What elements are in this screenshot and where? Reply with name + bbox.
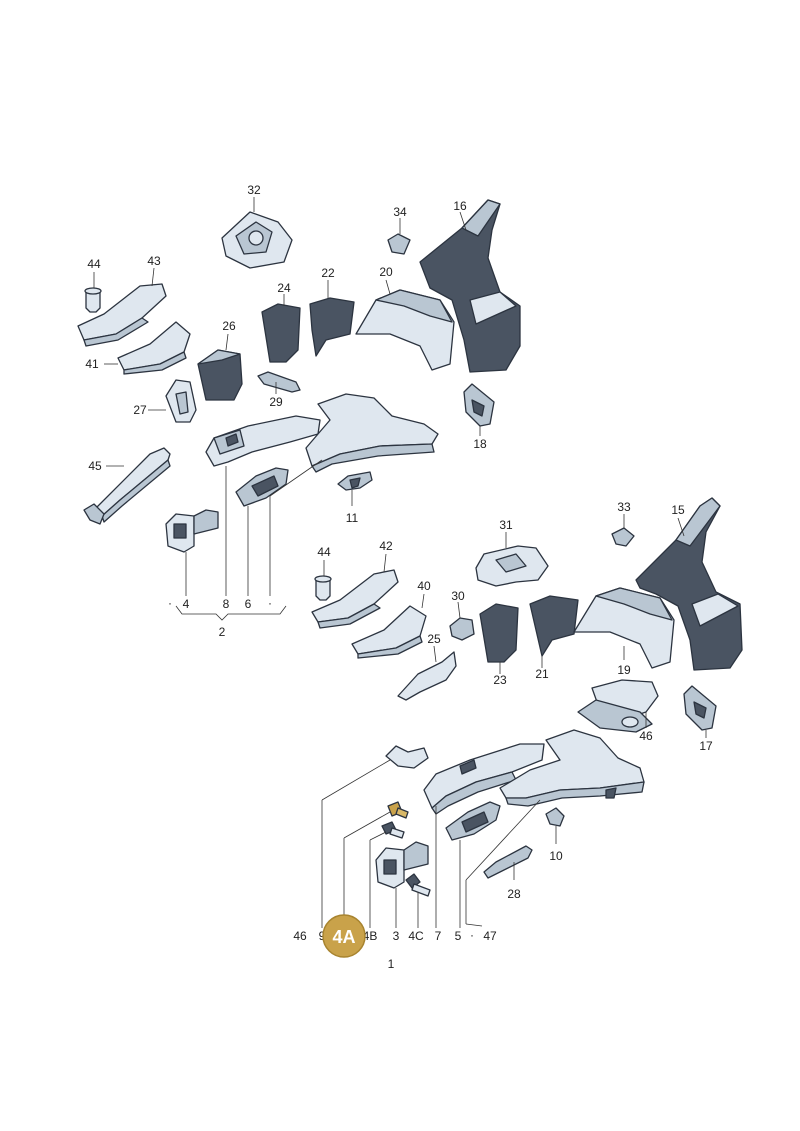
label-34: 34 xyxy=(393,205,407,219)
label-2: 2 xyxy=(219,625,226,639)
label-4C: 4C xyxy=(408,929,424,943)
part-20 xyxy=(355,289,455,371)
part-4-upper xyxy=(165,509,219,553)
label-31: 31 xyxy=(499,518,513,532)
part-45 xyxy=(83,447,171,525)
label-42: 42 xyxy=(379,539,393,553)
part-22 xyxy=(309,297,355,357)
part-40 xyxy=(351,605,427,659)
label-47: 47 xyxy=(483,929,497,943)
label-23: 23 xyxy=(493,673,507,687)
label-30: 30 xyxy=(451,589,465,603)
label-45: 45 xyxy=(88,459,102,473)
label-6: 6 xyxy=(245,597,252,611)
label-41: 41 xyxy=(85,357,99,371)
part-4C-stud xyxy=(405,873,431,897)
part-44-upper xyxy=(84,287,102,313)
label-40: 40 xyxy=(417,579,431,593)
part-16 xyxy=(419,199,521,373)
part-6 xyxy=(235,467,289,507)
label-4B: 4B xyxy=(363,929,378,943)
part-26 xyxy=(197,349,243,401)
part-44-lower xyxy=(314,575,332,601)
part-4B-bolt xyxy=(381,821,405,839)
part-24 xyxy=(261,303,301,363)
callout-circle[interactable] xyxy=(322,914,366,958)
label-32: 32 xyxy=(247,183,261,197)
part-3-bracket xyxy=(375,841,429,889)
label-16: 16 xyxy=(453,199,467,213)
label-46-bottom: 46 xyxy=(293,929,307,943)
part-5 xyxy=(445,801,501,841)
label-20: 20 xyxy=(379,265,393,279)
label-4-upper: 4 xyxy=(183,597,190,611)
part-18 xyxy=(463,383,495,427)
part-9-screw xyxy=(387,801,409,819)
label-19: 19 xyxy=(617,663,631,677)
label-18: 18 xyxy=(473,437,487,451)
part-8 xyxy=(205,415,321,467)
part-33 xyxy=(611,527,635,547)
label-44-lower: 44 xyxy=(317,545,331,559)
part-27 xyxy=(165,379,197,423)
part-32 xyxy=(221,211,293,269)
svg-text:·: · xyxy=(268,596,272,610)
label-27: 27 xyxy=(133,403,147,417)
callout-label[interactable]: 4A xyxy=(332,927,355,947)
label-9: 9 xyxy=(319,929,326,943)
label-17: 17 xyxy=(699,739,713,753)
label-3: 3 xyxy=(393,929,400,943)
label-28: 28 xyxy=(507,887,521,901)
label-15: 15 xyxy=(671,503,685,517)
part-11 xyxy=(337,471,373,491)
label-11: 11 xyxy=(346,511,359,525)
part-23 xyxy=(479,603,519,663)
part-15 xyxy=(635,497,743,671)
label-29: 29 xyxy=(269,395,283,409)
part-47 xyxy=(499,729,645,807)
part-42 xyxy=(311,569,399,629)
part-30 xyxy=(449,617,475,641)
part-25 xyxy=(397,651,457,701)
part-rocker-upper xyxy=(305,393,439,473)
label-22: 22 xyxy=(321,266,335,280)
label-7: 7 xyxy=(435,929,442,943)
part-46-left xyxy=(385,745,429,769)
part-17 xyxy=(683,685,717,731)
part-46-right xyxy=(577,679,659,733)
label-33: 33 xyxy=(617,500,631,514)
label-44-upper: 44 xyxy=(87,257,101,271)
part-41 xyxy=(117,321,191,375)
svg-text:·: · xyxy=(168,596,172,610)
label-46-right: 46 xyxy=(639,729,653,743)
svg-text:·: · xyxy=(470,928,474,942)
part-28 xyxy=(483,845,533,879)
part-29 xyxy=(257,371,301,393)
label-21: 21 xyxy=(535,667,549,681)
part-19 xyxy=(573,587,675,669)
label-10: 10 xyxy=(549,849,563,863)
label-1: 1 xyxy=(388,957,395,971)
label-26: 26 xyxy=(222,319,236,333)
label-25: 25 xyxy=(427,632,441,646)
label-8: 8 xyxy=(223,597,230,611)
part-7 xyxy=(423,743,545,815)
part-34 xyxy=(387,233,411,255)
part-21 xyxy=(529,595,579,657)
part-43 xyxy=(77,283,167,347)
label-24: 24 xyxy=(277,281,291,295)
callout-4A[interactable]: 4A xyxy=(322,914,366,958)
label-5: 5 xyxy=(455,929,462,943)
label-43: 43 xyxy=(147,254,161,268)
part-31 xyxy=(475,545,549,587)
part-10 xyxy=(545,807,565,827)
